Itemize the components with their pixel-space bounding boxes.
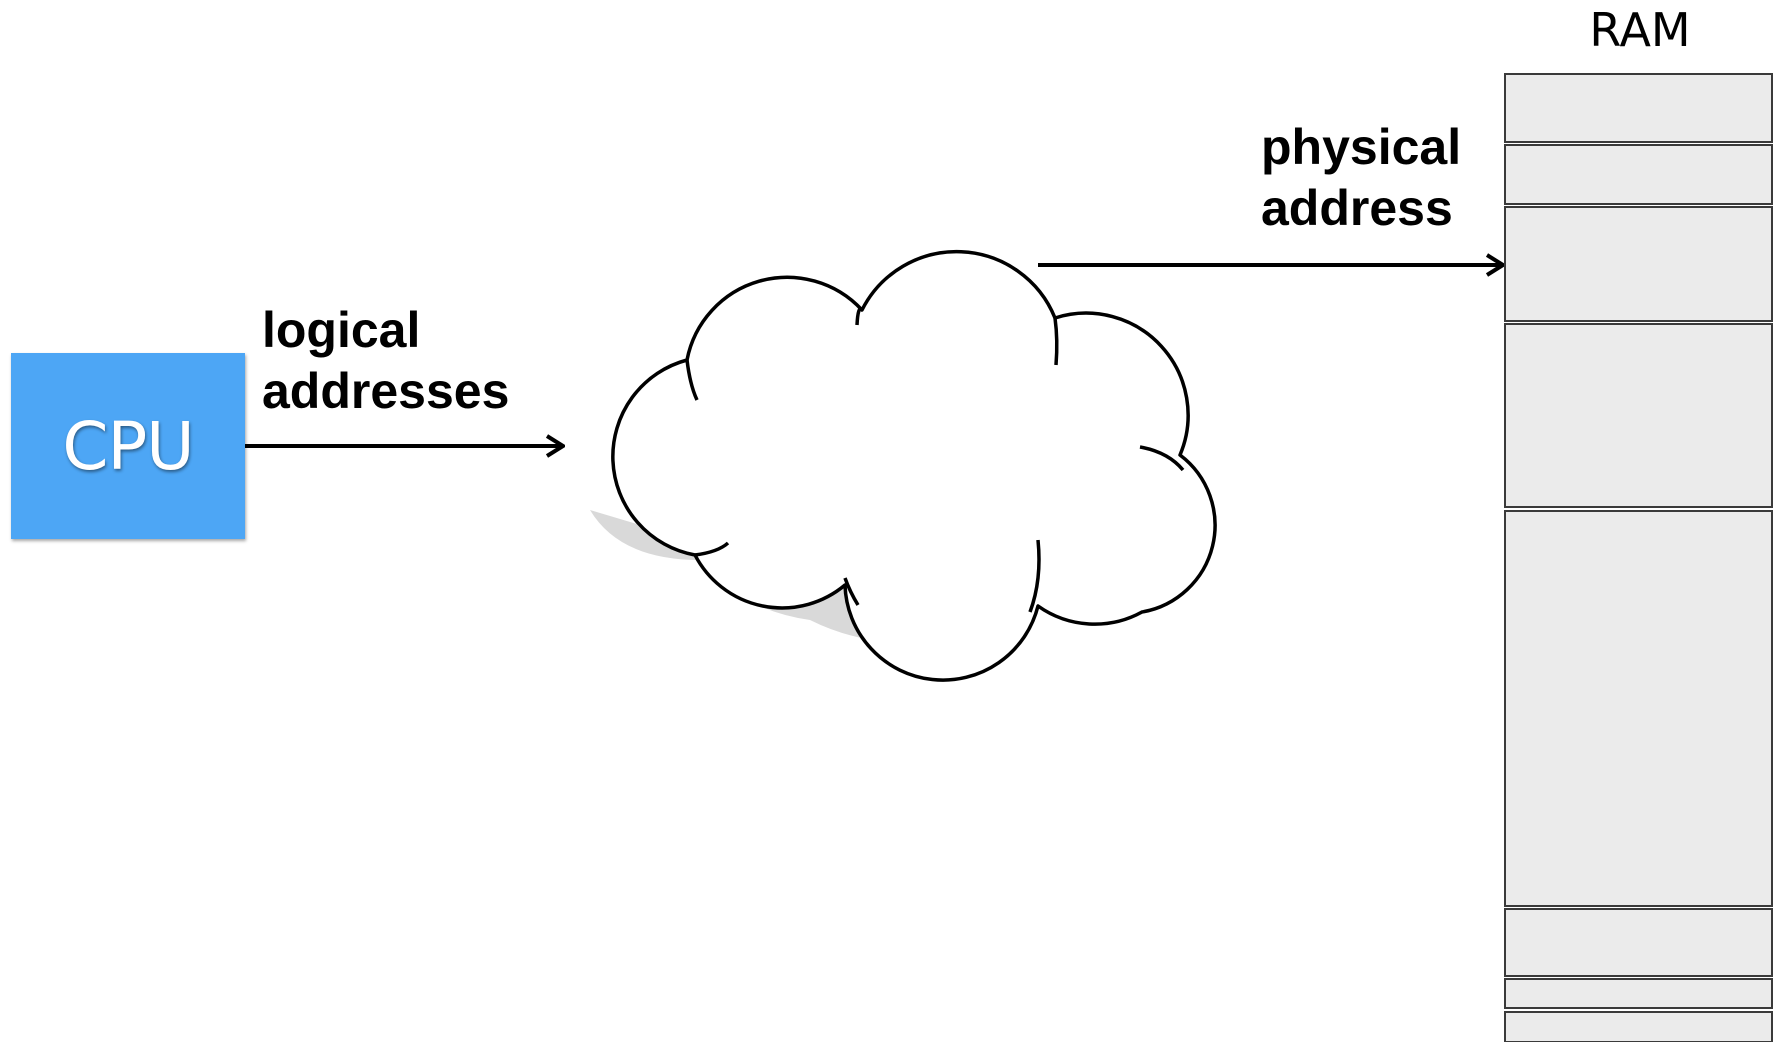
ram-segment [1504,510,1773,907]
ram-segment [1504,144,1773,205]
ram-segment [1504,206,1773,322]
ram-segment [1504,908,1773,977]
ram-segment [1504,978,1773,1009]
ram-segment [1504,323,1773,508]
physical-address-label: physical address [1261,117,1461,239]
ram-title: RAM [1589,3,1691,57]
cloud-shape [590,249,1217,682]
logical-label-line1: logical [262,302,421,358]
ram-block [1504,73,1773,1042]
ram-segment [1504,73,1773,143]
logical-addresses-label: logical addresses [262,300,509,422]
physical-label-line1: physical [1261,119,1462,175]
logical-label-line2: addresses [262,363,510,419]
ram-segment [1504,1011,1773,1042]
cpu-box: CPU [11,353,245,539]
cpu-label: CPU [62,407,194,485]
physical-label-line2: address [1261,180,1453,236]
